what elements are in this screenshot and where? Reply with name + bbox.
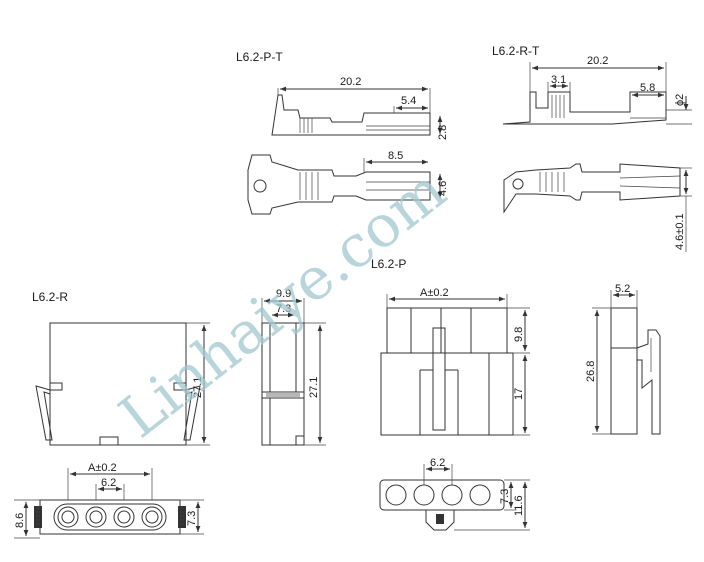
p-front-top-dim: 9.8 [513, 327, 525, 342]
housing-r-front-drawing: L6.2-R 27.1 [32, 290, 210, 446]
pt-height-dim: 2.8 [437, 125, 449, 140]
label-l62-r: L6.2-R [32, 290, 68, 304]
pt-top-details [299, 172, 430, 200]
r-bottom-pitch-dim: 6.2 [101, 477, 116, 489]
rt-width-dim: 4.6±0.1 [674, 213, 686, 250]
p-bottom-cavity-2 [413, 484, 435, 506]
terminal-r-t-drawing: L6.2-R-T 20.2 3.1 5.8 ϕ2 4.6±0.1 [492, 44, 692, 252]
p-side-height-dim: 26.8 [585, 361, 597, 382]
housing-p-side-drawing: 5.2 26.8 [585, 283, 661, 435]
p-side-latch [636, 329, 661, 435]
watermark-text: Linhaiye.com [107, 156, 458, 451]
rt-dia-dim: ϕ2 [674, 94, 686, 106]
r-bottom-latch-right [178, 506, 186, 528]
r-bottom-cavity-3-inner [117, 510, 131, 524]
label-l62-p: L6.2-P [371, 257, 406, 271]
r-bottom-cavity-2-inner [89, 510, 103, 524]
r-front-latch-left [35, 385, 53, 441]
p-front-inner [419, 369, 459, 435]
pt-top-hole [253, 179, 267, 193]
p-front-latch [432, 327, 446, 431]
p-bottom-pitch-dim: 6.2 [430, 457, 445, 469]
p-front-bottom-dim: 17 [513, 388, 525, 400]
p-side-body [610, 307, 638, 435]
r-bottom-cavity-3 [113, 506, 135, 528]
r-bottom-cavity-4 [141, 506, 163, 528]
pt-barrel-dim: 8.5 [388, 150, 403, 162]
r-bottom-cavities [53, 503, 167, 531]
housing-r-bottom-drawing: A±0.2 6.2 8.6 7.3 [14, 462, 204, 539]
r-bottom-cavity-1-inner [61, 510, 75, 524]
r-bottom-cavity-1 [57, 506, 79, 528]
label-l62-r-t: L6.2-R-T [492, 44, 540, 58]
rt-top-details [539, 172, 681, 192]
r-front-key [99, 436, 119, 446]
rt-crimp-dim: 3.1 [551, 74, 566, 86]
r-bottom-h1-dim: 8.6 [14, 513, 26, 528]
pt-tip-dim: 5.4 [401, 95, 416, 107]
r-side-body [261, 322, 305, 446]
p-front-top-divs [410, 308, 472, 353]
p-bottom-cavity-1 [385, 484, 407, 506]
r-bottom-h2-dim: 7.3 [186, 511, 198, 526]
p-side-width-dim: 5.2 [615, 283, 630, 295]
housing-r-side-drawing: 9.9 7.3 27.1 [261, 288, 326, 446]
r-front-latch-right [183, 385, 201, 441]
rt-top-outline [503, 163, 681, 214]
pt-side-details [299, 118, 430, 133]
r-side-band [261, 391, 305, 399]
housing-p-front-drawing: L6.2-P A±0.2 9.8 17 [371, 257, 530, 436]
r-side-inner-dim: 7.3 [276, 303, 291, 315]
r-bottom-width-dim: A±0.2 [88, 462, 117, 474]
p-front-body [380, 352, 514, 436]
r-front-height-dim: 27.1 [192, 377, 204, 398]
r-side-band-lines [266, 393, 300, 397]
p-front-top [386, 307, 508, 354]
rt-length-dim: 20.2 [587, 55, 608, 67]
p-bottom-h1-dim: 7.3 [499, 489, 511, 504]
r-side-height-dim: 27.1 [308, 377, 320, 398]
rt-side-outline [502, 91, 667, 125]
r-bottom-cavity-frame [53, 503, 167, 531]
p-bottom-cavity-4 [469, 484, 491, 506]
housing-p-bottom-drawing: 6.2 7.3 11.6 [379, 457, 530, 531]
r-bottom-cavity-2 [85, 506, 107, 528]
r-side-outer-dim: 9.9 [276, 288, 291, 300]
rt-top-hole [512, 178, 524, 190]
p-front-width-dim: A±0.2 [420, 287, 449, 299]
p-bottom-latch [425, 510, 455, 531]
pt-width-dim: 4.6 [437, 181, 449, 196]
p-bottom-body [379, 479, 505, 511]
rt-tip-dim: 5.8 [640, 82, 655, 94]
pt-top-outline [247, 154, 431, 215]
p-bottom-latch-tab [436, 514, 444, 524]
p-bottom-h2-dim: 11.6 [513, 495, 525, 516]
label-l62-p-t: L6.2-P-T [236, 50, 283, 64]
r-front-notches [50, 382, 186, 391]
r-side-foot [295, 435, 305, 446]
r-bottom-latch-left [34, 506, 42, 528]
rt-side-details [551, 95, 666, 119]
pt-length-dim: 20.2 [340, 76, 361, 88]
r-bottom-latch-ribs [36, 507, 184, 525]
r-bottom-cavity-4-inner [145, 510, 159, 524]
p-bottom-cavity-3 [441, 484, 463, 506]
terminal-p-t-drawing: L6.2-P-T 20.2 5.4 2.8 8.5 4.6 [236, 50, 449, 215]
